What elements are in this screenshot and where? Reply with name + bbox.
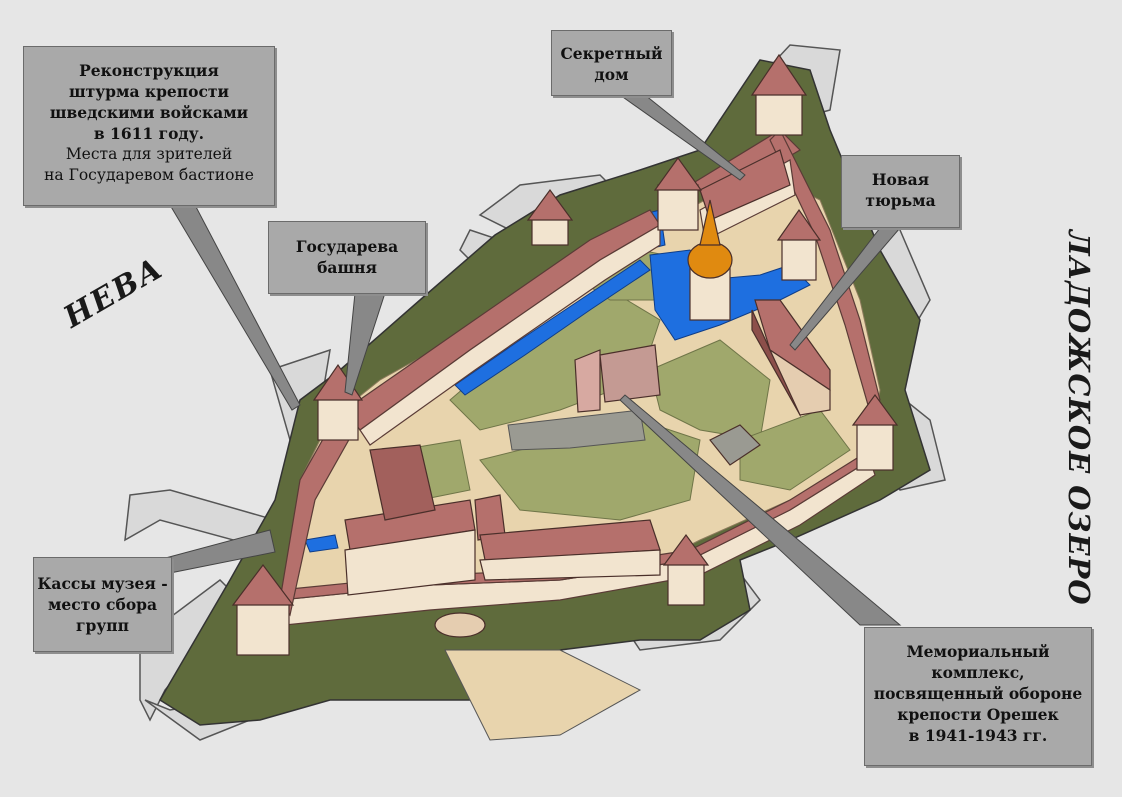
leader-lines [157,94,902,626]
tower-southwest [231,564,295,656]
memorial-line-3: посвященный обороне [873,684,1083,703]
memorial-line-1: Мемориальный [906,642,1050,661]
new-prison-line-1: Новая [871,170,930,189]
tower-inner-east [776,208,822,281]
tower-ticket-gate [434,612,486,638]
ticket-office-line-3: групп [76,616,129,635]
label-memorial: Мемориальный комплекс, посвященный оборо… [864,627,1092,766]
tower-southeast [662,533,710,606]
label-new-prison: Новая тюрьма [841,155,960,228]
reconstruction-line-6: на Государевом бастионе [44,166,254,184]
label-ladoga: ЛАДОЖСКОЕ ОЗЕРО [1062,230,1096,606]
reconstruction-line-2: штурма крепости [68,82,230,101]
reconstruction-line-5: Места для зрителей [65,145,233,163]
lawns [399,249,851,521]
new-prison-line-2: тюрьма [865,191,936,210]
memorial-line-5: в 1941-1943 гг. [908,726,1048,745]
tower-northwest [526,188,574,246]
tower-north [653,156,703,231]
tower-northeast [750,53,808,136]
sovereign-tower-line-1: Государева [295,237,399,256]
memorial-line-2: комплекс, [931,663,1025,682]
reconstruction-line-1: Реконструкция [79,61,219,80]
square [444,409,646,741]
ticket-office-line-2: место сбора [47,595,158,614]
towers [231,53,899,656]
label-sovereign-tower: Государева башня [268,221,426,294]
label-reconstruction: Реконструкция штурма крепости шведскими … [23,46,275,206]
reconstruction-line-4: в 1611 году. [93,124,205,143]
secret-house-line-1: Секретный [560,44,663,63]
tower-citadel-gold [687,199,733,321]
ticket-office-line-1: Кассы музея - [37,574,168,593]
sovereign-tower-line-2: башня [317,258,377,277]
memorial-line-4: крепости Орешек [897,705,1059,724]
secret-house-line-2: дом [594,65,629,84]
tower-east [851,393,899,471]
label-secret-house: Секретный дом [551,30,672,96]
label-ticket-office: Кассы музея - место сбора групп [33,557,172,652]
reconstruction-line-3: шведскими войсками [49,103,249,122]
